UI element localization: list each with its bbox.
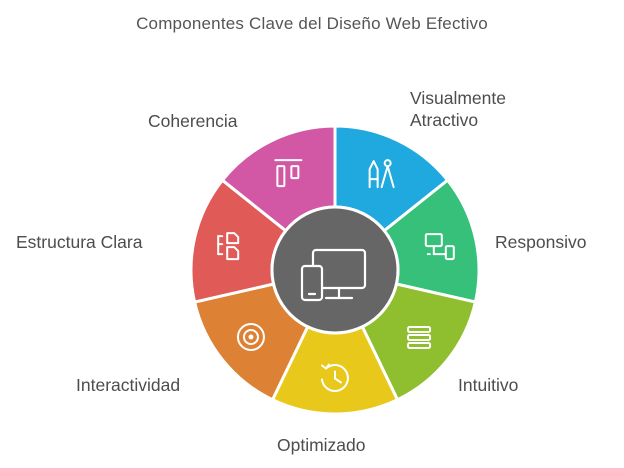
center-circle (270, 205, 400, 335)
label-line-1: Visualmente (410, 88, 506, 108)
align-icon (274, 159, 303, 188)
label-visualmente-atractivo: Visualmente Atractivo (410, 87, 506, 131)
pen-compass-icon (368, 159, 395, 189)
monitor-phone-icon (300, 248, 367, 302)
label-line-2: Atractivo (410, 110, 479, 130)
menu-lines-icon (407, 326, 432, 350)
structure-icon (217, 232, 240, 261)
label-intuitivo: Intuitivo (458, 375, 519, 395)
devices-icon (424, 233, 455, 261)
label-estructura-clara: Estructura Clara (16, 232, 143, 252)
clock-refresh-icon (321, 363, 349, 392)
diagram-title: Componentes Clave del Diseño Web Efectiv… (136, 14, 488, 33)
target-icon (236, 323, 265, 352)
label-responsivo: Responsivo (495, 232, 587, 252)
label-interactividad: Interactividad (76, 375, 181, 395)
label-optimizado: Optimizado (277, 435, 366, 455)
label-coherencia: Coherencia (148, 111, 238, 131)
